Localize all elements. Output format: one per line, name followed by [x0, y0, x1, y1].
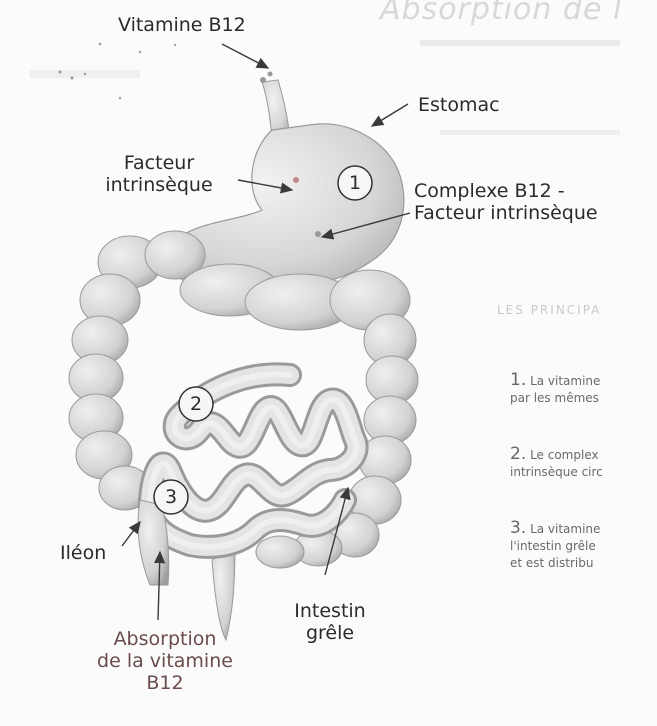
label-intestin-line2: grêle	[290, 622, 370, 644]
faded-background-text	[30, 40, 620, 135]
label-absorption-line2: de la vitamine	[70, 650, 260, 672]
principle-2-line2: intrinsèque circ	[510, 465, 603, 479]
label-absorption: Absorption de la vitamine B12	[70, 628, 260, 694]
label-complexe-line2: Facteur intrinsèque	[414, 202, 598, 224]
principle-3: 3. La vitamine l'intestin grêle et est d…	[510, 520, 600, 572]
label-absorption-line1: Absorption	[70, 628, 260, 650]
principle-3-line2: l'intestin grêle	[510, 539, 596, 553]
marker-3-label: 3	[161, 486, 181, 508]
label-complexe: Complexe B12 - Facteur intrinsèque	[414, 180, 598, 224]
principle-1-number: 1.	[510, 370, 526, 390]
principle-3-line3: et est distribu	[510, 556, 593, 570]
marker-2-label: 2	[186, 393, 206, 415]
principle-2-number: 2.	[510, 444, 526, 464]
marker-1-label: 1	[345, 172, 365, 194]
label-facteur-line1: Facteur	[84, 152, 234, 174]
label-facteur-line2: intrinsèque	[84, 174, 234, 196]
principle-2: 2. Le complex intrinsèque circ	[510, 446, 603, 481]
principle-1-line2: par les mêmes	[510, 391, 599, 405]
label-ileon: Iléon	[60, 542, 106, 564]
principle-3-number: 3.	[510, 518, 526, 538]
label-vitamine-b12: Vitamine B12	[118, 14, 246, 36]
principles-list: 1. La vitamine par les mêmes 2. Le compl…	[490, 360, 657, 600]
principle-2-line1: Le complex	[530, 448, 599, 462]
faded-title: Absorption de l	[380, 0, 622, 27]
principle-3-line1: La vitamine	[530, 522, 600, 536]
label-intestin-line1: Intestin	[290, 600, 370, 622]
label-estomac: Estomac	[418, 94, 500, 116]
label-complexe-line1: Complexe B12 -	[414, 180, 598, 202]
principle-1: 1. La vitamine par les mêmes	[510, 372, 600, 407]
faded-section-title: LES PRINCIPA	[497, 303, 601, 317]
label-absorption-line3: B12	[70, 672, 260, 694]
principle-1-line1: La vitamine	[530, 374, 600, 388]
label-intestin-grele: Intestin grêle	[290, 600, 370, 644]
label-facteur-intrinseque: Facteur intrinsèque	[84, 152, 234, 196]
